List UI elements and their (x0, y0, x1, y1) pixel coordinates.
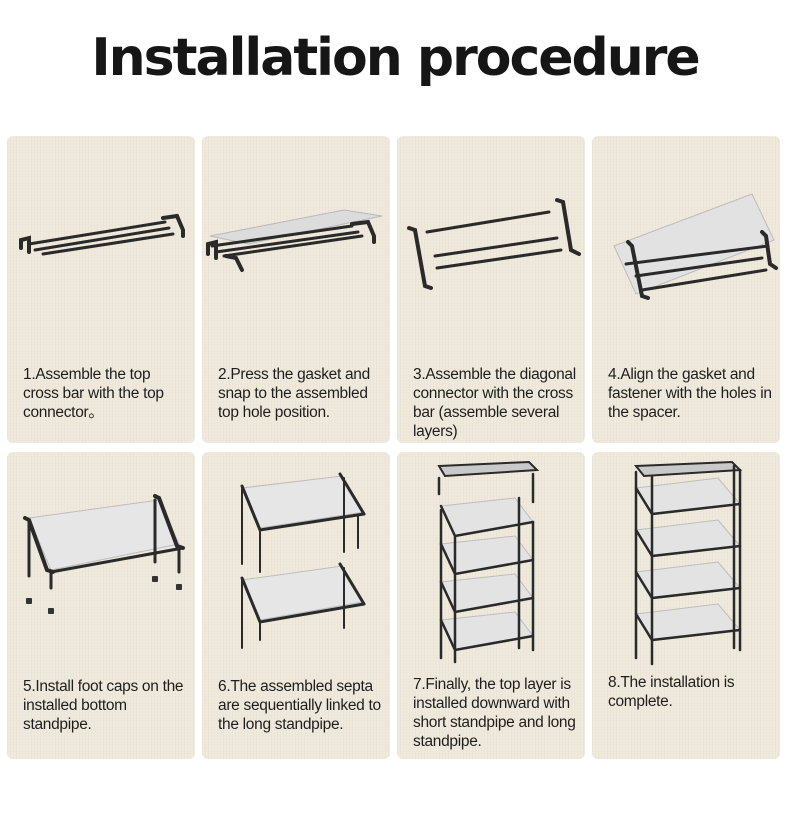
step-card-5: 5.Install foot caps on the installed bot… (7, 452, 195, 759)
step-1-caption: 1.Assemble the top cross bar with the to… (23, 366, 164, 421)
top-layer-icon (437, 460, 540, 664)
step-4-caption: 4.Align the gasket and fastener with the… (608, 366, 772, 421)
step-card-6: 6.The assembled septa are sequentially l… (202, 452, 390, 759)
step-card-1: 1.Assemble the top cross bar with the to… (7, 136, 195, 443)
step-8-caption: 8.The installation is complete. (608, 674, 735, 710)
step-card-3: 3.Assemble the diagonal connector with t… (397, 136, 585, 443)
page-title: Installation procedure (91, 28, 700, 88)
gasket-align-icon (613, 193, 778, 300)
top-crossbar-icon (19, 213, 185, 256)
step-card-7: 7.Finally, the top layer is installed do… (397, 452, 585, 759)
step-card-8: 8.The installation is complete. (592, 452, 780, 759)
diagonal-connector-icon (407, 198, 581, 290)
foot-caps-icon (23, 494, 185, 614)
complete-rack-icon (633, 460, 743, 666)
gasket-snap-icon (206, 209, 383, 272)
step-6-caption: 6.The assembled septa are sequentially l… (218, 678, 381, 733)
step-5-caption: 5.Install foot caps on the installed bot… (23, 678, 184, 733)
step-card-2: 2.Press the gasket and snap to the assem… (202, 136, 390, 443)
step-3-caption: 3.Assemble the diagonal connector with t… (413, 366, 576, 440)
step-7-caption: 7.Finally, the top layer is installed do… (413, 676, 576, 750)
step-2-caption: 2.Press the gasket and snap to the assem… (218, 366, 370, 421)
septa-link-icon (240, 472, 366, 649)
step-card-4: 4.Align the gasket and fastener with the… (592, 136, 780, 443)
